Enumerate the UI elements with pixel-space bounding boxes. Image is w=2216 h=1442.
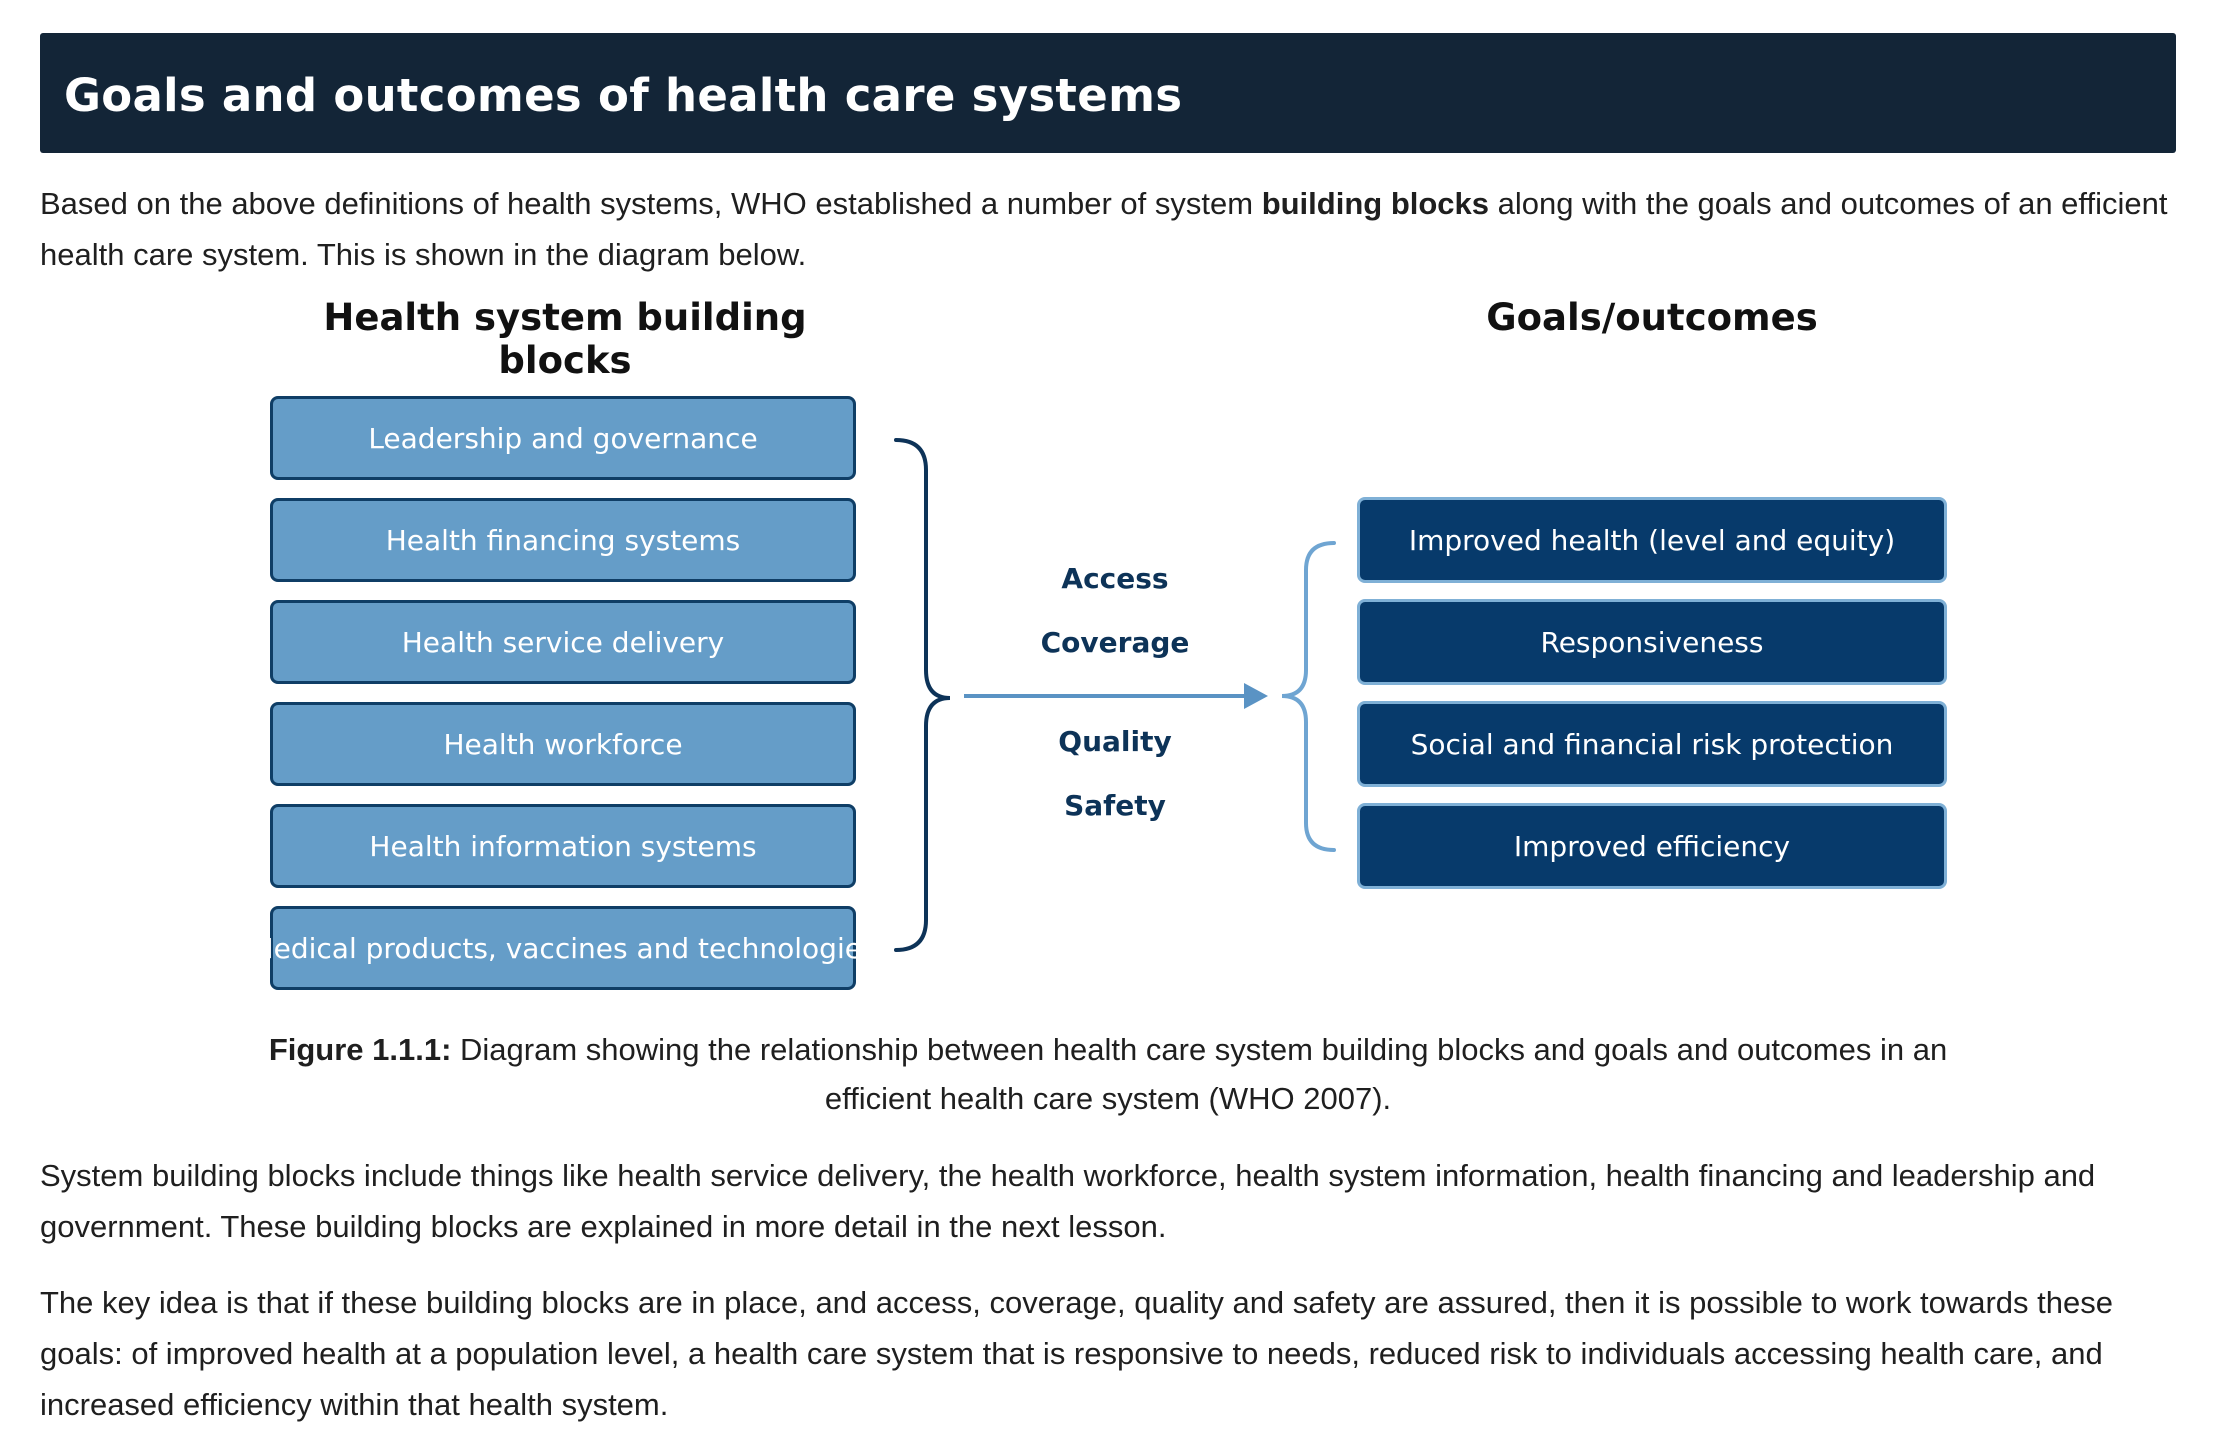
building-blocks-brace bbox=[894, 438, 951, 952]
building-block-financing: Health financing systems bbox=[270, 498, 856, 582]
goal-risk-protection: Social and financial risk protection bbox=[1357, 701, 1947, 787]
intro-paragraph: Based on the above definitions of health… bbox=[40, 178, 2176, 280]
figure-caption-text: Diagram showing the relationship between… bbox=[451, 1032, 1948, 1116]
building-block-information: Health information systems bbox=[270, 804, 856, 888]
body-paragraph-building-blocks: System building blocks include things li… bbox=[40, 1158, 2096, 1244]
goal-responsiveness: Responsiveness bbox=[1357, 599, 1947, 685]
intro-bold-term: building blocks bbox=[1261, 186, 1490, 221]
intro-text-after: along with the goals and outcomes of an … bbox=[40, 186, 2168, 272]
condition-quality: Quality bbox=[1058, 725, 1172, 758]
building-block-service-delivery: Health service delivery bbox=[270, 600, 856, 684]
condition-safety: Safety bbox=[1064, 789, 1166, 822]
figure-caption: Figure 1.1.1: Diagram showing the relati… bbox=[240, 1025, 1976, 1123]
building-block-medical-products: Medical products, vaccines and technolog… bbox=[249, 906, 877, 990]
goal-improved-efficiency: Improved efficiency bbox=[1357, 803, 1947, 889]
building-block-leadership: Leadership and governance bbox=[270, 396, 856, 480]
goals-brace bbox=[1281, 541, 1336, 852]
figure-label: Figure 1.1.1: bbox=[268, 1032, 452, 1067]
condition-coverage: Coverage bbox=[1040, 626, 1190, 659]
goal-improved-health: Improved health (level and equity) bbox=[1357, 497, 1947, 583]
intro-text-before: Based on the above definitions of health… bbox=[40, 186, 1262, 221]
body-paragraph-key-idea: The key idea is that if these building b… bbox=[40, 1285, 2113, 1422]
section-header: Goals and outcomes of health care system… bbox=[40, 33, 2176, 153]
goals-title: Goals/outcomes bbox=[1486, 296, 1818, 339]
section-title: Goals and outcomes of health care system… bbox=[64, 69, 1183, 122]
flow-arrow-head bbox=[1244, 683, 1268, 709]
building-block-workforce: Health workforce bbox=[270, 702, 856, 786]
building-blocks-title: Health system building blocks bbox=[323, 296, 807, 382]
condition-access: Access bbox=[1061, 562, 1169, 595]
